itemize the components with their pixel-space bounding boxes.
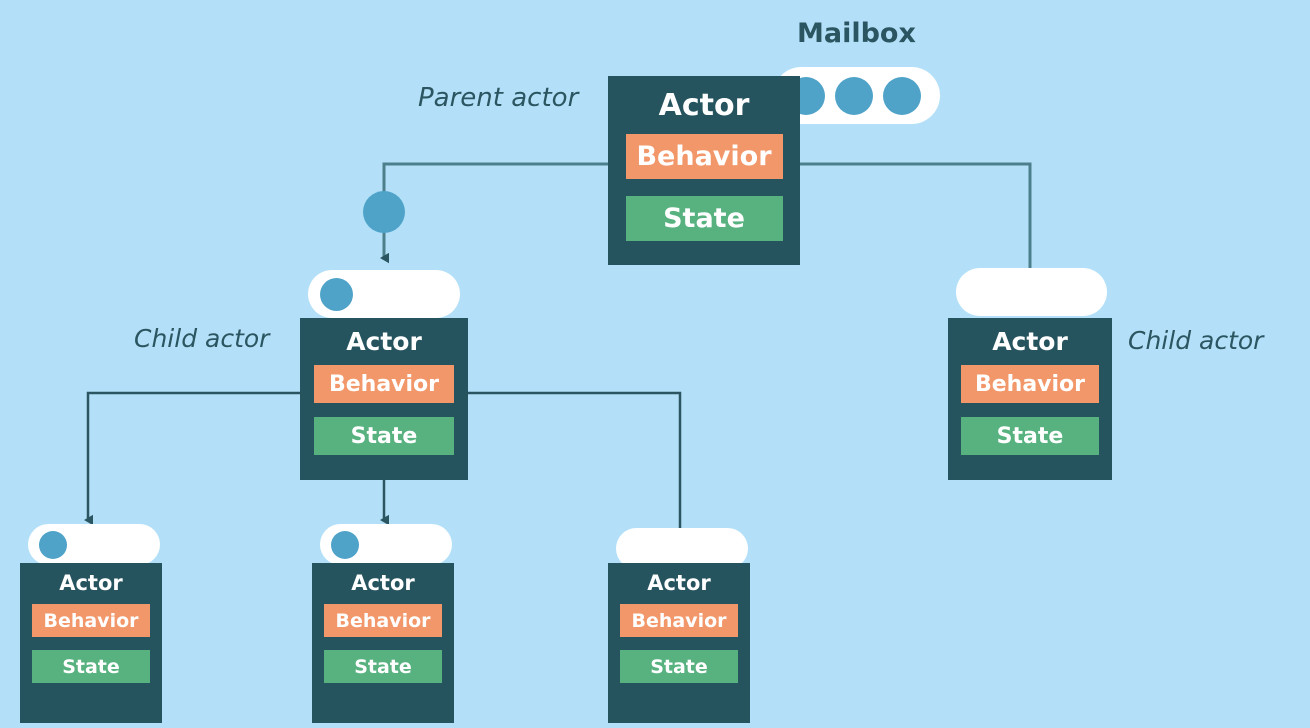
actor-state-row[interactable]: State: [625, 196, 783, 241]
actor-behavior-row[interactable]: Behavior: [620, 604, 738, 637]
mailbox-message-dot: [331, 530, 359, 559]
actor-box-parent[interactable]: Actor Behavior State: [608, 76, 800, 265]
actor-behavior-row[interactable]: Behavior: [314, 365, 454, 403]
actor-box-child-right[interactable]: Actor Behavior State: [948, 318, 1112, 480]
actor-box-grandchild-1[interactable]: Actor Behavior State: [20, 563, 162, 723]
actor-behavior-row[interactable]: Behavior: [625, 134, 783, 179]
actor-box-grandchild-3[interactable]: Actor Behavior State: [608, 563, 750, 723]
mailbox-child-left[interactable]: [308, 270, 460, 318]
actor-state-row[interactable]: State: [620, 650, 738, 683]
actor-title: Actor: [351, 571, 415, 595]
wire-child-left-to-grandchild-1: [84, 391, 300, 526]
actor-state-row[interactable]: State: [314, 417, 454, 455]
actor-title: Actor: [346, 327, 422, 356]
mailbox-message-dot: [835, 76, 873, 115]
parent-actor-label: Parent actor: [418, 83, 579, 113]
actor-title: Actor: [658, 88, 750, 123]
mailbox-message-dot: [320, 277, 353, 311]
mailbox-grandchild-3[interactable]: [616, 528, 748, 569]
wire-child-left-to-grandchild-3: [468, 391, 682, 528]
actor-state-row[interactable]: State: [32, 650, 150, 683]
actor-title: Actor: [647, 571, 711, 595]
actor-title: Actor: [992, 327, 1068, 356]
actor-state-row[interactable]: State: [324, 650, 442, 683]
actor-title: Actor: [59, 571, 123, 595]
wire-parent-to-child-left: [380, 162, 608, 264]
actor-behavior-row[interactable]: Behavior: [32, 604, 150, 637]
message-in-transit-dot: [363, 191, 405, 233]
actor-behavior-row[interactable]: Behavior: [324, 604, 442, 637]
mailbox-heading-label: Mailbox: [797, 18, 916, 49]
mailbox-grandchild-1[interactable]: [28, 524, 160, 565]
actor-state-row[interactable]: State: [961, 417, 1099, 455]
mailbox-message-dot: [883, 76, 921, 115]
mailbox-grandchild-2[interactable]: [320, 524, 452, 565]
mailbox-message-dot: [39, 530, 67, 559]
mailbox-child-right[interactable]: [956, 268, 1107, 316]
actor-behavior-row[interactable]: Behavior: [961, 365, 1099, 403]
child-actor-left-label: Child actor: [134, 324, 270, 353]
actor-box-child-left[interactable]: Actor Behavior State: [300, 318, 468, 480]
child-actor-right-label: Child actor: [1128, 326, 1264, 355]
actor-box-grandchild-2[interactable]: Actor Behavior State: [312, 563, 454, 723]
wire-parent-to-child-right: [800, 162, 1032, 268]
